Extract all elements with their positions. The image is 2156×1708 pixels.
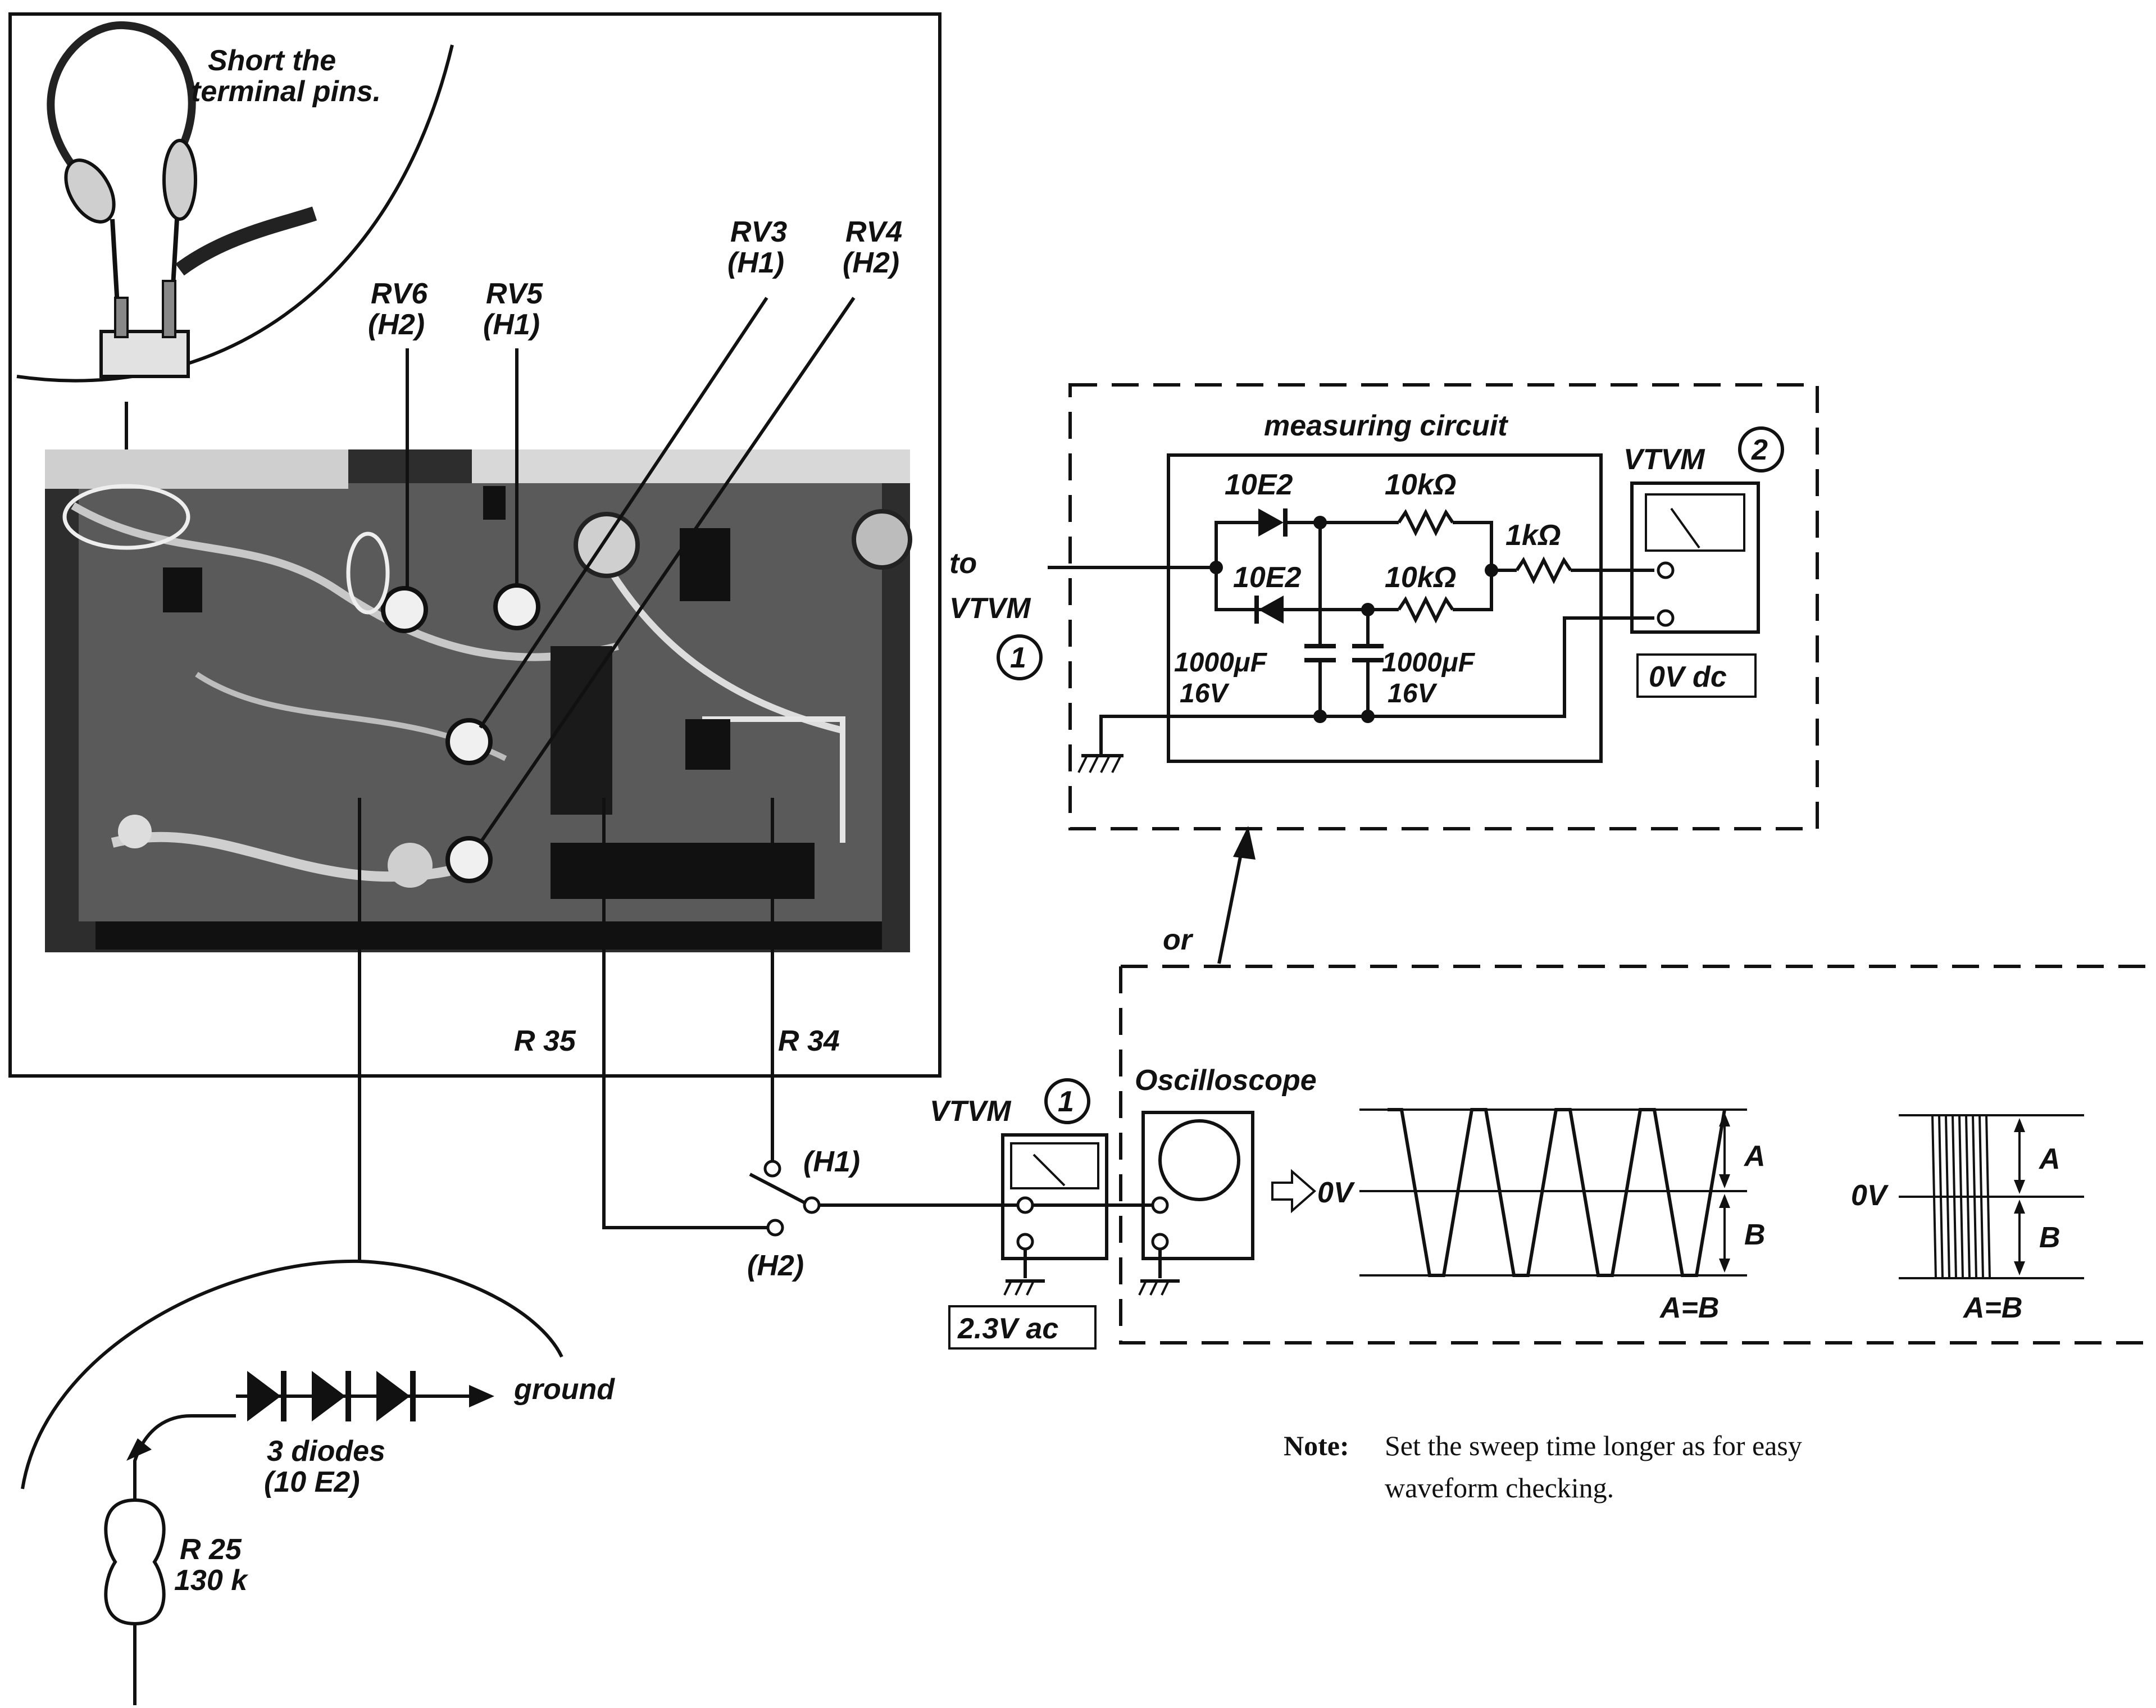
diodes-label: 3 diodes <box>267 1435 385 1468</box>
scope-label: Oscilloscope <box>1135 1064 1317 1097</box>
rv3-sub: (H1) <box>727 247 784 279</box>
waveform-compressed <box>1899 1114 2084 1279</box>
diode-bottom-label: 10E2 <box>1233 561 1302 594</box>
zero-v-label-2: 0V <box>1851 1179 1889 1212</box>
diode-top-icon <box>1258 508 1284 537</box>
diode-top-label: 10E2 <box>1225 469 1293 501</box>
rv6-sub: (H2) <box>368 308 425 341</box>
measuring-circuit-block: measuring circuit to VTVM 1 10E2 10kΩ 10… <box>949 383 1819 830</box>
ground-icon-1 <box>1077 754 1124 773</box>
ground-label: ground <box>513 1373 615 1406</box>
rv5-trimmer-icon <box>493 583 540 630</box>
pcb-photo <box>45 449 912 952</box>
res-top-label: 10kΩ <box>1385 469 1456 501</box>
ground-icon-3 <box>1138 1279 1180 1296</box>
rv4-trimmer-icon <box>445 836 493 883</box>
measuring-circuit-box <box>1167 453 1603 763</box>
resistor-bottom-icon <box>1397 596 1454 624</box>
input-vtvm-label: VTVM <box>949 592 1031 625</box>
vtvm1-reading-box <box>948 1305 1097 1350</box>
input-vtvm-num: 1 <box>1010 642 1026 674</box>
b-label-1: B <box>1744 1219 1766 1251</box>
resistor-top-icon <box>1397 508 1454 537</box>
note-label: Note: <box>1284 1430 1349 1461</box>
short-pins-label-1: Short the <box>208 44 336 77</box>
note-line-2: waveform checking. <box>1385 1472 1614 1503</box>
rv4-sub: (H2) <box>843 247 899 279</box>
input-to-label: to <box>949 547 977 580</box>
or-arrow <box>1217 837 1246 964</box>
vtvm2-meter <box>1630 481 1760 634</box>
switch-h1-label: (H1) <box>803 1146 860 1178</box>
rv4-label: RV4 <box>845 216 902 248</box>
short-pins-label-2: terminal pins. <box>191 75 381 108</box>
ground-arrow-icon <box>469 1385 494 1407</box>
vtvm2-reading-box <box>1636 653 1757 698</box>
terminal-pins-marker <box>62 484 190 550</box>
r35-wire <box>602 798 770 1229</box>
a-label-2: A <box>2038 1143 2061 1175</box>
b-label-2: B <box>2039 1221 2061 1254</box>
inset-bubble-arc <box>16 44 454 383</box>
rv3-trimmer-icon <box>445 718 493 765</box>
vtvm2-reading: 0V dc <box>1649 661 1727 693</box>
r25-marker <box>346 532 390 615</box>
selector-switch-blade <box>749 1173 807 1205</box>
vtvm1-meter <box>1001 1133 1108 1260</box>
rv6-label: RV6 <box>371 278 428 310</box>
r34-label: R 34 <box>778 1025 840 1057</box>
res-out-label: 1kΩ <box>1505 519 1561 552</box>
switch-h2-label: (H2) <box>747 1250 804 1282</box>
photo-panel: Short the terminal pins. <box>8 12 941 1078</box>
detail-bubble-arc <box>21 1259 563 1489</box>
rv5-sub: (H1) <box>483 308 540 341</box>
rv4-leader <box>479 297 856 844</box>
vtvm2-num: 2 <box>1751 434 1768 466</box>
measuring-circuit-title: measuring circuit <box>1264 410 1509 442</box>
note-line-1: Set the sweep time longer as for easy <box>1385 1430 1802 1461</box>
vtvm1-label: VTVM <box>930 1095 1012 1128</box>
r25-detail: ground 3 diodes (10 E2) R 25 130 k <box>21 1259 615 1705</box>
cap-left-voltage: 16V <box>1180 679 1230 708</box>
vtvm1-ref-circle <box>997 634 1043 680</box>
meter-needle-icon <box>1032 1153 1066 1187</box>
diode-bottom-icon <box>1258 596 1284 624</box>
rv3-label: RV3 <box>730 216 787 248</box>
measuring-circuit-outline <box>1068 383 1819 830</box>
cap-right-value: 1000μF <box>1382 648 1476 678</box>
res-bottom-label: 10kΩ <box>1385 561 1456 594</box>
vtvm2-label: VTVM <box>1623 443 1705 476</box>
probe-wiring: (H1) (H2) <box>358 798 1157 1282</box>
ground-icon-2 <box>1003 1279 1045 1296</box>
vtvm1-reading: 2.3V ac <box>957 1312 1058 1345</box>
r25-label: R 25 <box>180 1533 242 1566</box>
rv5-label: RV5 <box>486 278 543 310</box>
cap-left-value: 1000μF <box>1174 648 1268 678</box>
vtvm1-num: 1 <box>1058 1085 1074 1118</box>
diodes-sub: (10 E2) <box>264 1466 360 1498</box>
rv3-leader <box>479 297 768 729</box>
eq-label-1: A=B <box>1659 1292 1719 1324</box>
r35-label: R 35 <box>514 1025 576 1057</box>
or-label: or <box>1163 924 1194 956</box>
oscilloscope-block: VTVM 1 2.3V ac Oscilloscope <box>930 965 2156 1350</box>
cap-right-voltage: 16V <box>1388 679 1438 708</box>
resistor-r25-icon <box>104 1498 166 1626</box>
zero-v-label-1: 0V <box>1317 1176 1356 1209</box>
r25-value: 130 k <box>174 1564 249 1597</box>
hollow-arrow-icon <box>1271 1169 1317 1214</box>
resistor-out-icon <box>1515 556 1572 584</box>
meter-needle-icon <box>1670 507 1700 549</box>
rv6-trimmer-icon <box>381 586 428 633</box>
waveform-sine <box>1359 1108 1747 1277</box>
jumper-wire-icon <box>47 21 317 378</box>
oscilloscope-icon <box>1141 1111 1254 1260</box>
eq-label-2: A=B <box>1962 1292 2022 1324</box>
a-label-1: A <box>1743 1140 1766 1173</box>
